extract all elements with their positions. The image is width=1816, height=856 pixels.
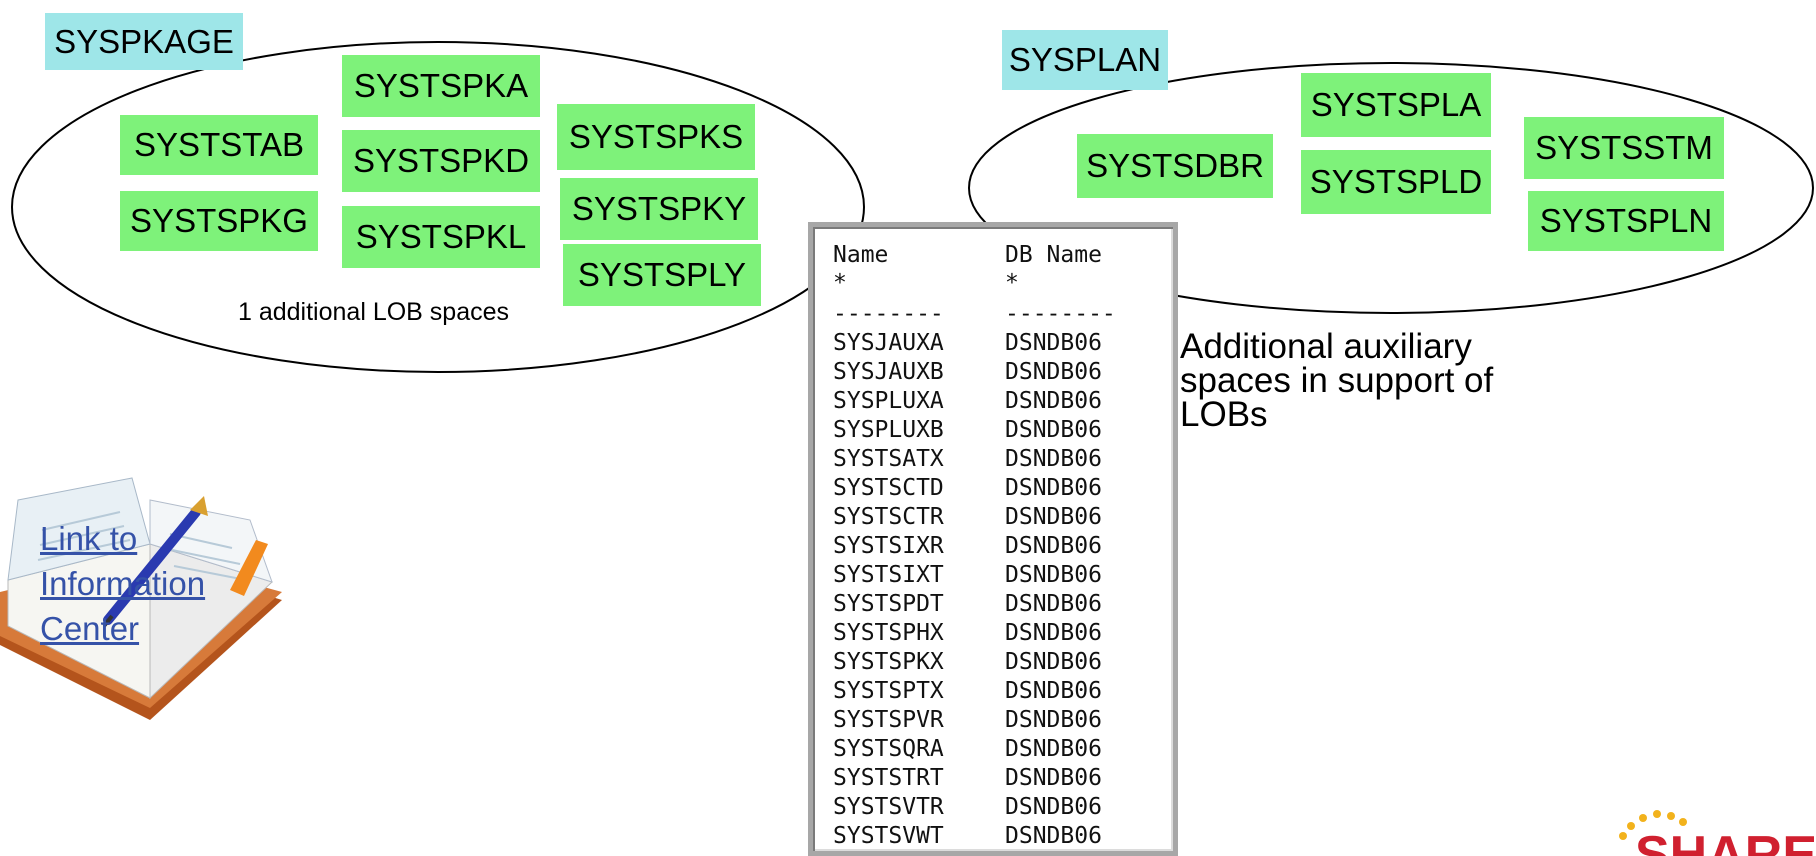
listing-row: SYSTSIXT DSNDB06 xyxy=(833,561,1102,590)
listing-row: SYSTSPTX DSNDB06 xyxy=(833,677,1102,706)
space-box: SYSTSPKY xyxy=(560,178,758,240)
space-name-cell: SYSTSPDT xyxy=(833,591,944,617)
space-box: SYSTSPKS xyxy=(557,104,755,170)
db-name-cell: DSNDB06 xyxy=(1005,446,1102,472)
db-name-cell: DSNDB06 xyxy=(1005,475,1102,501)
column-header-db-name: DB Name xyxy=(1005,242,1102,268)
db-name-cell: DSNDB06 xyxy=(1005,765,1102,791)
listing-row: SYSTSPDT DSNDB06 xyxy=(833,590,1102,619)
space-box: SYSTSSTM xyxy=(1524,117,1724,179)
listing-row: SYSPLUXB DSNDB06 xyxy=(833,416,1102,445)
listing-row: SYSJAUXB DSNDB06 xyxy=(833,358,1102,387)
db-name-cell: DSNDB06 xyxy=(1005,707,1102,733)
information-center-link[interactable]: Link to Information Center xyxy=(40,520,206,647)
lob-note: 1 additional LOB spaces xyxy=(238,298,510,326)
db-name-cell: DSNDB06 xyxy=(1005,417,1102,443)
aux-note-line: spaces in support of xyxy=(1180,361,1494,400)
space-name-cell: SYSTSVTR xyxy=(833,794,944,820)
separator: -------- xyxy=(1005,301,1116,327)
listing-row: SYSJAUXA DSNDB06 xyxy=(833,329,1102,358)
space-name-cell: SYSTSATX xyxy=(833,446,944,472)
db-name-cell: DSNDB06 xyxy=(1005,823,1102,849)
listing-row: SYSTSPKX DSNDB06 xyxy=(833,648,1102,677)
share-logo: SHARE xyxy=(1615,800,1816,856)
space-name-cell: SYSTSVWT xyxy=(833,823,944,849)
column-header-name: Name xyxy=(833,242,889,268)
listing-separator-row: -------- -------- xyxy=(833,300,1116,329)
db-name-cell: DSNDB06 xyxy=(1005,649,1102,675)
space-name-cell: SYSPLUXB xyxy=(833,417,944,443)
space-name-cell: SYSPLUXA xyxy=(833,388,944,414)
space-box: SYSTSTAB xyxy=(120,115,318,175)
listing-row: SYSTSIXR DSNDB06 xyxy=(833,532,1102,561)
listing-row: SYSTSVWT DSNDB06 xyxy=(833,822,1102,851)
space-name-cell: SYSTSIXT xyxy=(833,562,944,588)
space-name-cell: SYSTSTRT xyxy=(833,765,944,791)
space-name-cell: SYSTSPKX xyxy=(833,649,944,675)
aux-spaces-note: Additional auxiliary spaces in support o… xyxy=(1180,327,1494,434)
db-name-cell: DSNDB06 xyxy=(1005,794,1102,820)
space-name-cell: SYSTSPTX xyxy=(833,678,944,704)
sysplan-oval xyxy=(968,62,1814,314)
db-name-cell: DSNDB06 xyxy=(1005,504,1102,530)
open-book-icon xyxy=(0,470,300,720)
listing-row: SYSTSCTD DSNDB06 xyxy=(833,474,1102,503)
db-name-cell: DSNDB06 xyxy=(1005,330,1102,356)
space-name-cell: SYSTSQRA xyxy=(833,736,944,762)
listing-row: SYSTSATX DSNDB06 xyxy=(833,445,1102,474)
space-name-cell: SYSJAUXA xyxy=(833,330,944,356)
space-name-cell: SYSTSIXR xyxy=(833,533,944,559)
space-name-cell: SYSTSCTD xyxy=(833,475,944,501)
db-name-cell: DSNDB06 xyxy=(1005,562,1102,588)
db-name-cell: DSNDB06 xyxy=(1005,678,1102,704)
space-box: SYSTSPKL xyxy=(342,206,540,268)
listing-row: SYSPLUXA DSNDB06 xyxy=(833,387,1102,416)
space-name-cell: SYSTSPVR xyxy=(833,707,944,733)
listing-row: SYSTSTRT DSNDB06 xyxy=(833,764,1102,793)
listing-row: SYSTSCTR DSNDB06 xyxy=(833,503,1102,532)
listing-filter-row: ** xyxy=(833,269,1019,298)
filter-db-name: * xyxy=(1005,270,1019,296)
db-name-cell: DSNDB06 xyxy=(1005,359,1102,385)
db-name-cell: DSNDB06 xyxy=(1005,533,1102,559)
space-box: SYSTSPKA xyxy=(342,55,540,117)
db-name-cell: DSNDB06 xyxy=(1005,736,1102,762)
aux-note-line: LOBs xyxy=(1180,395,1268,434)
group-title-syspkage: SYSPKAGE xyxy=(45,13,243,70)
space-name-cell: SYSTSCTR xyxy=(833,504,944,530)
space-box: SYSTSPKD xyxy=(342,130,540,192)
svg-text:SHARE: SHARE xyxy=(1635,826,1816,856)
group-title-sysplan: SYSPLAN xyxy=(1002,30,1168,90)
db-name-cell: DSNDB06 xyxy=(1005,620,1102,646)
syspkage-oval xyxy=(11,41,865,373)
space-box: SYSTSPKG xyxy=(120,191,318,251)
listing-row: SYSTSVTR DSNDB06 xyxy=(833,793,1102,822)
space-box: SYSTSPLD xyxy=(1301,150,1491,214)
listing-row: SYSTSPHX DSNDB06 xyxy=(833,619,1102,648)
space-name-cell: SYSTSPHX xyxy=(833,620,944,646)
listing-row: SYSTSPVR DSNDB06 xyxy=(833,706,1102,735)
space-box: SYSTSPLA xyxy=(1301,73,1491,137)
space-box: SYSTSPLY xyxy=(563,244,761,306)
listing-header-row: Name DB Name xyxy=(833,241,1102,270)
aux-note-line: Additional auxiliary xyxy=(1180,327,1472,366)
space-box: SYSTSDBR xyxy=(1077,134,1273,198)
db-name-cell: DSNDB06 xyxy=(1005,591,1102,617)
listing-row: SYSTSQRA DSNDB06 xyxy=(833,735,1102,764)
space-name-cell: SYSJAUXB xyxy=(833,359,944,385)
space-box: SYSTSPLN xyxy=(1528,191,1724,251)
separator: -------- xyxy=(833,301,944,327)
filter-name: * xyxy=(833,270,847,296)
db-name-cell: DSNDB06 xyxy=(1005,388,1102,414)
